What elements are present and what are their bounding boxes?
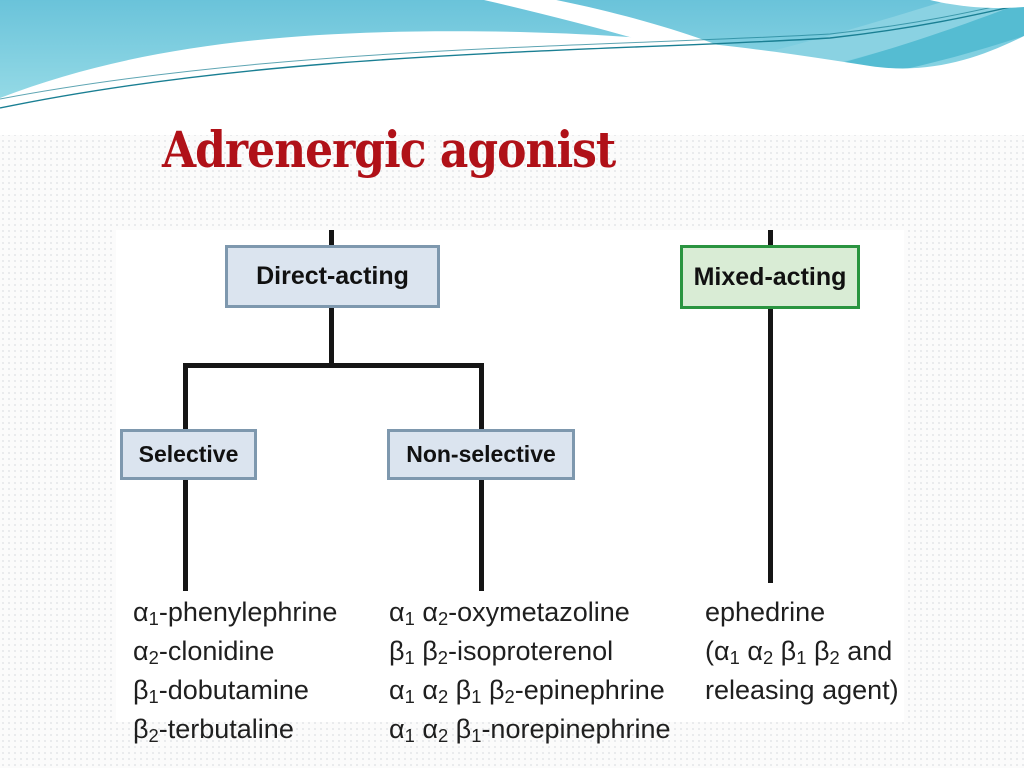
wave-white-foreground [0,31,1024,135]
connector-mixed-stem-top [768,230,773,246]
drug-list-item: β1-dobutamine [133,675,309,708]
node-non-selective: Non-selective [387,429,575,480]
wave-thin-line-1 [0,3,1024,109]
drug-list-item: ephedrine [705,597,826,627]
node-mixed-acting: Mixed-acting [680,245,860,309]
drug-list-mixed: ephedrine (α1 α2 β1 β2 and releasing agent… [705,593,899,710]
drug-list-non-selective: α1 α2-oxymetazoline β1 β2-isoproterenol α1… [389,593,671,749]
connector-branch-horizontal [183,363,484,368]
wave-thin-line-2 [0,0,1024,100]
drug-list-selective: α1-phenylephrine α2-clonidine β1-dobutamin… [133,593,337,749]
drug-list-item: α1 α2 β1 β2-epinephrine [389,675,665,708]
drug-list-item: (α1 α2 β1 β2 and [705,636,893,669]
node-direct-acting-label: Direct-acting [256,262,409,290]
connector-direct-stem-top [329,230,334,246]
drug-list-item: α1-phenylephrine [133,597,338,630]
node-mixed-acting-label: Mixed-acting [693,262,847,291]
connector-direct-stem-bottom [329,308,334,365]
drug-list-item: β1 β2-isoproterenol [389,636,614,669]
connector-selective-down [183,479,188,591]
connector-branch-right-drop [479,363,484,429]
connector-mixed-down [768,309,773,583]
drug-list-item: α1 α2 β1-norepinephrine [389,714,671,747]
node-non-selective-label: Non-selective [406,441,556,467]
node-selective: Selective [120,429,257,480]
node-selective-label: Selective [138,441,239,467]
connector-branch-left-drop [183,363,188,429]
decorative-wave-banner [0,0,1024,135]
wave-corner-wedge [930,0,1024,9]
drug-list-item: releasing agent) [705,675,899,705]
node-direct-acting: Direct-acting [225,245,440,308]
drug-list-item: α1 α2-oxymetazoline [389,597,630,630]
drug-list-item: α2-clonidine [133,636,275,669]
drug-list-item: β2-terbutaline [133,714,294,747]
classification-diagram-panel: Direct-acting Mixed-acting Selective Non… [116,230,904,745]
connector-non-selective-down [479,479,484,591]
slide-title: Adrenergic agonist [162,122,616,180]
